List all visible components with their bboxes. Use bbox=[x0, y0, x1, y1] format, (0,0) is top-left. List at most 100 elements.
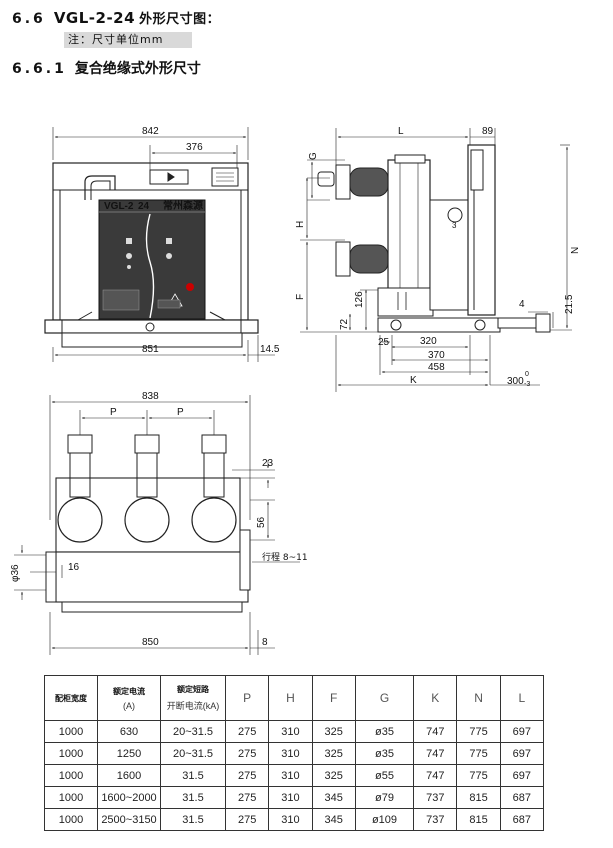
table-cell: 747 bbox=[413, 742, 458, 765]
table-cell: 1000 bbox=[44, 720, 98, 743]
col-header: 额定电流 (A) bbox=[97, 675, 161, 721]
dim-H: H bbox=[295, 221, 306, 228]
dim-4: 4 bbox=[519, 299, 525, 310]
table-cell: 1600 bbox=[97, 764, 161, 787]
dim-300-tol-upper: 0 bbox=[525, 371, 529, 378]
dim-16: 16 bbox=[68, 562, 80, 573]
table-cell: 1000 bbox=[44, 808, 98, 831]
dim-F: F bbox=[295, 294, 306, 300]
dim-376: 376 bbox=[186, 142, 203, 153]
table-cell: 747 bbox=[413, 720, 458, 743]
table-cell: 775 bbox=[456, 764, 501, 787]
dim-851: 851 bbox=[142, 344, 159, 355]
table-cell: 345 bbox=[311, 808, 356, 831]
col-header-line2: (A) bbox=[123, 700, 135, 711]
table-cell: 310 bbox=[268, 764, 313, 787]
table-cell: 310 bbox=[268, 742, 313, 765]
nameplate-model: VGL-2 bbox=[104, 201, 134, 212]
unit-note: 注：尺寸单位mm bbox=[64, 32, 192, 48]
dim-14-5: 14.5 bbox=[260, 344, 280, 355]
spec-table: 配柜宽度 额定电流(A) 额定短路开断电流(kA) P H F G K N L … bbox=[44, 675, 545, 831]
table-cell: ø35 bbox=[354, 720, 415, 743]
table-cell: 275 bbox=[224, 786, 270, 809]
dim-89: 89 bbox=[482, 126, 494, 137]
dim-L: L bbox=[398, 126, 404, 137]
dim-P-2: P bbox=[177, 407, 184, 418]
dim-838: 838 bbox=[142, 391, 159, 402]
table-cell: 1000 bbox=[44, 742, 98, 765]
subsection-number: 6.6.1 bbox=[12, 61, 67, 77]
table-cell: 275 bbox=[224, 808, 270, 831]
dim-23: 23 bbox=[262, 458, 274, 469]
col-header-line1: 额定短路 bbox=[177, 685, 209, 694]
dim-N: N bbox=[570, 247, 581, 254]
model-name: VGL-2-24 bbox=[53, 9, 136, 27]
dim-850: 850 bbox=[142, 637, 159, 648]
col-header: F bbox=[311, 675, 356, 721]
table-cell: 325 bbox=[311, 742, 356, 765]
dim-56: 56 bbox=[256, 516, 267, 528]
table-cell: 737 bbox=[413, 808, 458, 831]
nameplate-model-suffix: 24 bbox=[138, 201, 150, 212]
table-cell: 775 bbox=[456, 742, 501, 765]
table-cell: ø109 bbox=[354, 808, 415, 831]
dim-320: 320 bbox=[420, 336, 437, 347]
dim-P-1: P bbox=[110, 407, 117, 418]
table-cell: 275 bbox=[224, 764, 270, 787]
table-cell: 1000 bbox=[44, 786, 98, 809]
pole-c bbox=[191, 434, 237, 543]
table-cell: 20~31.5 bbox=[160, 720, 226, 743]
table-cell: 310 bbox=[268, 720, 313, 743]
dim-8: 8 bbox=[262, 637, 268, 648]
table-cell: 345 bbox=[311, 786, 356, 809]
table-cell: ø79 bbox=[354, 786, 415, 809]
section-title: 外形尺寸图： bbox=[139, 12, 221, 27]
col-header-line2: 开断电流(kA) bbox=[166, 701, 220, 711]
dim-25: 25 bbox=[378, 337, 390, 348]
table-cell: 747 bbox=[413, 764, 458, 787]
top-view bbox=[14, 395, 300, 655]
dim-G: G bbox=[308, 152, 319, 160]
col-header: L bbox=[499, 675, 545, 721]
table-cell: ø35 bbox=[354, 742, 415, 765]
table-cell: 737 bbox=[413, 786, 458, 809]
table-cell: 275 bbox=[224, 742, 270, 765]
table-cell: 815 bbox=[456, 786, 501, 809]
front-view bbox=[44, 127, 275, 362]
table-cell: 687 bbox=[499, 786, 545, 809]
col-header: N bbox=[456, 675, 501, 721]
dim-370: 370 bbox=[428, 350, 445, 361]
col-header: K bbox=[413, 675, 458, 721]
nameplate-maker: 常州森源 bbox=[163, 199, 203, 212]
table-cell: 31.5 bbox=[160, 786, 226, 809]
stroke-label: 行程 8~11 bbox=[262, 551, 308, 563]
table-cell: 275 bbox=[224, 720, 270, 743]
pole-a bbox=[57, 434, 103, 543]
table-cell: 1000 bbox=[44, 764, 98, 787]
table-cell: 2500~3150 bbox=[97, 808, 161, 831]
dim-21-5: 21.5 bbox=[564, 294, 575, 314]
col-header: 额定短路开断电流(kA) bbox=[160, 675, 226, 721]
subsection-title: 复合绝缘式外形尺寸 bbox=[74, 61, 201, 77]
table-cell: 815 bbox=[456, 808, 501, 831]
table-cell: 20~31.5 bbox=[160, 742, 226, 765]
table-header-row: 配柜宽度 额定电流(A) 额定短路开断电流(kA) P H F G K N L bbox=[44, 675, 545, 721]
dim-300: 300 bbox=[507, 376, 524, 387]
callout-3: 3 bbox=[452, 221, 457, 230]
col-header: H bbox=[268, 675, 313, 721]
dim-458: 458 bbox=[428, 362, 445, 373]
table-cell: 630 bbox=[97, 720, 161, 743]
table-cell: 1250 bbox=[97, 742, 161, 765]
table-cell: 310 bbox=[268, 808, 313, 831]
col-header: 配柜宽度 bbox=[44, 675, 98, 721]
table-cell: 31.5 bbox=[160, 808, 226, 831]
table-cell: 31.5 bbox=[160, 764, 226, 787]
col-header: G bbox=[354, 675, 415, 721]
col-header-line1: 额定电流 bbox=[113, 686, 145, 696]
